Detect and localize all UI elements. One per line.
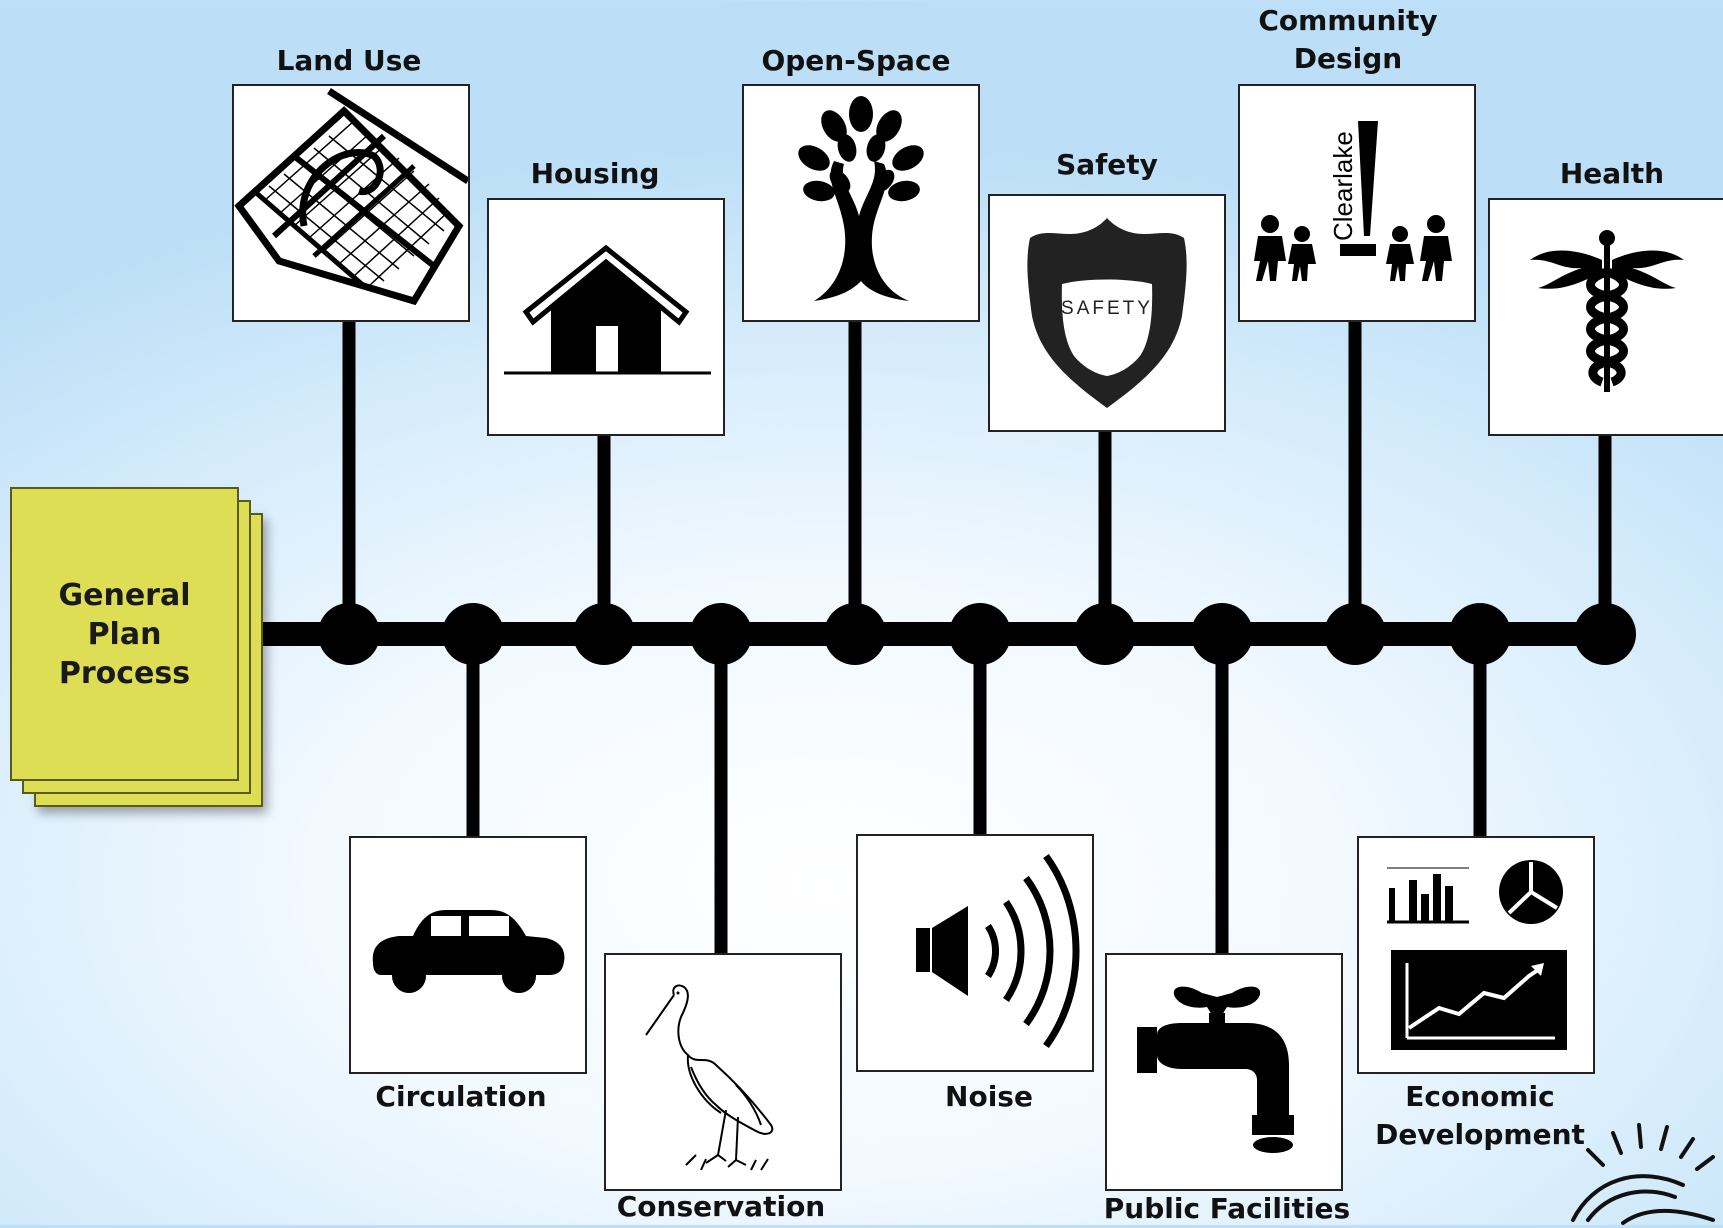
- general-plan-process-card: General Plan Process: [10, 487, 239, 781]
- charts-icon: [1387, 860, 1567, 1050]
- circulation-box: [349, 836, 587, 1074]
- junction-noise: [949, 603, 1011, 665]
- clearlake-sign-text: Clearlake: [1328, 131, 1358, 241]
- safety-shield-icon: SAFETY: [1027, 218, 1187, 408]
- caduceus-icon: [1530, 230, 1684, 392]
- community-design-label: Community Design: [1258, 4, 1438, 75]
- junction-health: [1574, 603, 1636, 665]
- housing-label: Housing: [530, 157, 660, 190]
- open-space-box: [742, 84, 980, 322]
- junction-land-use: [318, 603, 380, 665]
- speaker-sound-icon: [916, 853, 1080, 1049]
- community-design-box: Clearlake: [1238, 84, 1476, 322]
- junction-circulation: [442, 603, 504, 665]
- tree-icon: [798, 96, 924, 301]
- health-label: Health: [1559, 157, 1665, 190]
- land-use-box: [232, 84, 470, 322]
- safety-shield-text: SAFETY: [1061, 298, 1153, 319]
- junction-open-space: [824, 603, 886, 665]
- egret-icon: [645, 984, 774, 1171]
- public-facilities-label: Public Facilities: [1103, 1192, 1351, 1225]
- noise-box: [856, 834, 1094, 1072]
- safety-label: Safety: [1056, 148, 1158, 181]
- house-icon: [504, 244, 711, 375]
- general-plan-process-label: General Plan Process: [58, 577, 191, 691]
- conservation-label: Conservation: [616, 1190, 826, 1223]
- public-facilities-box: [1105, 953, 1343, 1191]
- junction-safety: [1074, 603, 1136, 665]
- circulation-label: Circulation: [375, 1080, 547, 1113]
- street-map-icon: [234, 88, 468, 306]
- safety-box: SAFETY: [988, 194, 1226, 432]
- open-space-label: Open-Space: [761, 44, 951, 77]
- conservation-box: [604, 953, 842, 1191]
- noise-label: Noise: [945, 1080, 1033, 1113]
- land-use-label: Land Use: [276, 44, 422, 77]
- water-faucet-icon: [1137, 986, 1294, 1153]
- health-box: [1488, 198, 1723, 436]
- community-people-icon: Clearlake: [1254, 121, 1452, 281]
- junction-housing: [573, 603, 635, 665]
- junction-community-design: [1324, 603, 1386, 665]
- junction-conservation: [690, 603, 752, 665]
- economic-development-box: [1357, 836, 1595, 1074]
- housing-box: [487, 198, 725, 436]
- junction-economic-development: [1449, 603, 1511, 665]
- sun-logo-icon: [1571, 1123, 1715, 1225]
- junction-public-facilities: [1191, 603, 1253, 665]
- economic-development-label: Economic Development: [1375, 1080, 1585, 1151]
- car-icon: [372, 910, 565, 993]
